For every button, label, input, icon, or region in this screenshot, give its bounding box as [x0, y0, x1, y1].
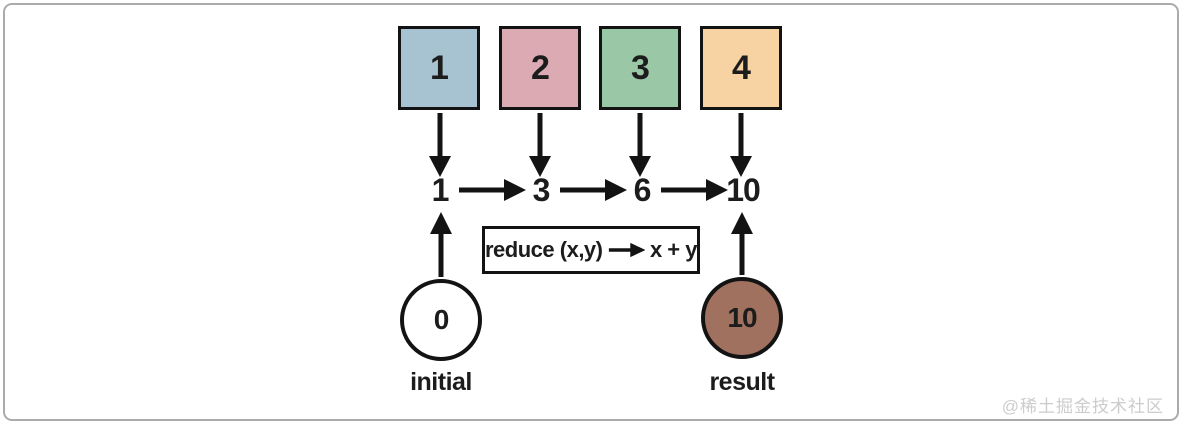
down-arrow-icon	[429, 113, 451, 177]
input-box-4-value: 4	[732, 48, 751, 87]
result-value: 10	[727, 302, 757, 333]
initial-value-circle: 0	[400, 279, 482, 361]
input-box-1: 1	[398, 26, 480, 110]
result-label: result	[709, 368, 775, 396]
reduce-function-label: reduce (x,y)	[485, 237, 603, 262]
down-arrow-icon	[629, 113, 651, 177]
down-arrow-icon	[730, 113, 752, 177]
input-box-4: 4	[700, 26, 782, 110]
up-arrow-icon	[731, 212, 753, 275]
up-arrow-icon	[430, 212, 452, 277]
input-box-3-value: 3	[631, 48, 650, 87]
reduce-result-label: x + y	[649, 237, 698, 262]
accumulated-value-3: 6	[633, 172, 652, 208]
accumulated-value-2: 3	[532, 172, 551, 208]
input-box-2: 2	[499, 26, 581, 110]
accumulated-value-1: 1	[431, 172, 450, 208]
initial-value: 0	[433, 304, 450, 335]
input-box-2-value: 2	[531, 48, 550, 87]
reduce-annotation-box: reduce (x,y) x + y	[482, 226, 700, 274]
down-arrow-icon	[529, 113, 551, 177]
initial-label: initial	[410, 368, 472, 396]
right-arrow-icon	[608, 242, 645, 258]
frame-border	[3, 3, 1179, 421]
accumulated-value-4: 10	[726, 172, 761, 208]
watermark: @稀土掘金技术社区	[1001, 397, 1164, 416]
input-box-3: 3	[599, 26, 681, 110]
input-box-1-value: 1	[430, 48, 449, 87]
result-value-circle: 10	[701, 277, 783, 359]
